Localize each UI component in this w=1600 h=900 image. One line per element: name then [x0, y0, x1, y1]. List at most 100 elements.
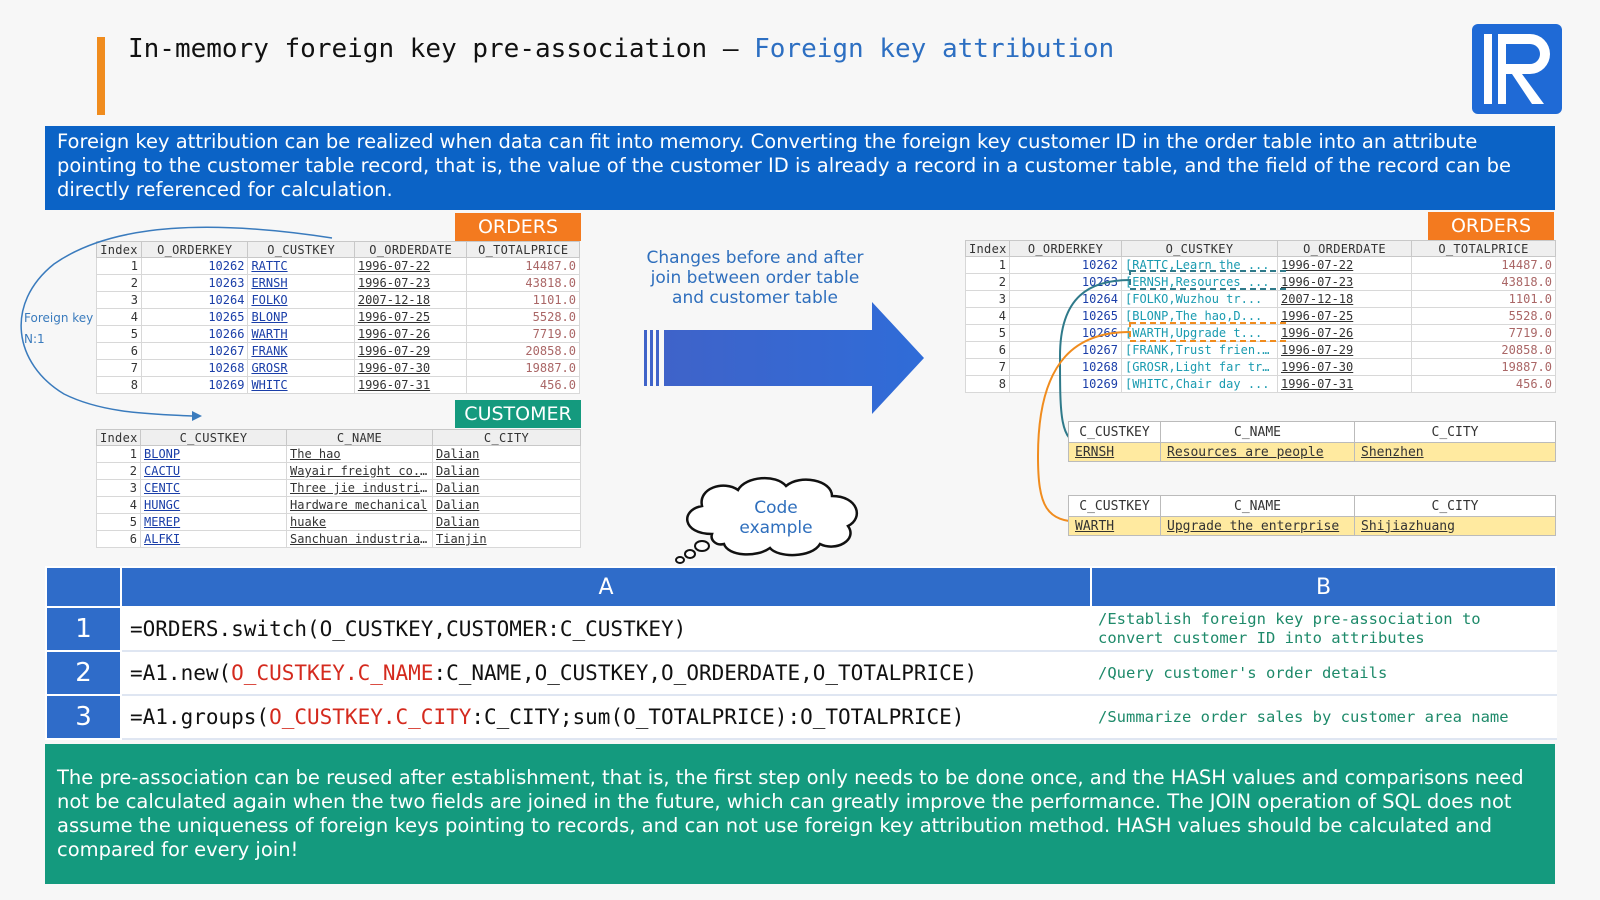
table-cell[interactable]: 20858.0 — [1411, 341, 1556, 359]
table-cell[interactable]: 1 — [965, 256, 1010, 274]
table-cell[interactable]: 43818.0 — [466, 274, 580, 292]
table-cell[interactable]: 456.0 — [1411, 375, 1556, 393]
table-cell[interactable]: 7719.0 — [466, 325, 580, 343]
table-cell[interactable]: 3 — [965, 290, 1010, 308]
code-cell-a1[interactable]: =ORDERS.switch(O_CUSTKEY,CUSTOMER:C_CUST… — [120, 606, 1092, 652]
table-cell[interactable]: 1996-07-22 — [353, 257, 468, 275]
table-cell[interactable]: HUNGC — [140, 496, 287, 514]
table-cell[interactable]: 6 — [965, 341, 1010, 359]
code-col-b: B — [1090, 566, 1557, 608]
table-cell[interactable]: 2007-12-18 — [353, 291, 468, 309]
table-cell[interactable]: 4 — [96, 496, 141, 514]
code-row: 3 =A1.groups(O_CUSTKEY.C_CITY:C_CITY;sum… — [45, 694, 1557, 740]
table-cell[interactable]: Dalian — [432, 513, 581, 531]
code-example-cloud — [675, 477, 858, 564]
table-cell[interactable]: 19887.0 — [466, 359, 580, 377]
table-cell[interactable]: 4 — [965, 307, 1010, 325]
code-cell-a3[interactable]: =A1.groups(O_CUSTKEY.C_CITY:C_CITY;sum(O… — [120, 694, 1092, 740]
column-header: O_CUSTKEY — [1121, 240, 1278, 257]
record-ernsh-name[interactable]: Resources are people — [1160, 442, 1355, 462]
table-cell[interactable]: 1996-07-25 — [1277, 307, 1412, 325]
code-cell-b3[interactable]: /Summarize order sales by customer area … — [1090, 694, 1557, 740]
table-cell[interactable]: 6 — [96, 530, 141, 548]
table-cell[interactable]: 20858.0 — [466, 342, 580, 360]
table-cell[interactable]: 8 — [965, 375, 1010, 393]
table-cell[interactable]: 1996-07-31 — [353, 376, 468, 394]
table-cell[interactable]: 1996-07-22 — [1277, 256, 1412, 274]
table-cell[interactable]: 3 — [96, 479, 141, 497]
table-cell[interactable]: Tianjin — [432, 530, 581, 548]
table-cell[interactable]: 1996-07-23 — [353, 274, 468, 292]
table-cell[interactable]: 1996-07-29 — [353, 342, 468, 360]
code-cell-a2[interactable]: =A1.new(O_CUSTKEY.C_NAME:C_NAME,O_CUSTKE… — [120, 650, 1092, 696]
table-cell[interactable]: 5528.0 — [466, 308, 580, 326]
table-cell[interactable]: 1101.0 — [466, 291, 580, 309]
table-cell[interactable]: 1996-07-30 — [1277, 358, 1412, 376]
table-cell[interactable]: 5 — [96, 513, 141, 531]
table-cell[interactable]: 1996-07-31 — [1277, 375, 1412, 393]
table-cell[interactable]: 1996-07-30 — [353, 359, 468, 377]
code-cell-b2[interactable]: /Query customer's order details — [1090, 650, 1557, 696]
table-cell[interactable]: 43818.0 — [1411, 273, 1556, 291]
table-cell[interactable]: 1996-07-26 — [353, 325, 468, 343]
table-cell[interactable]: 14487.0 — [1411, 256, 1556, 274]
table-cell[interactable]: MEREP — [140, 513, 287, 531]
table-cell[interactable]: 1996-07-23 — [1277, 273, 1412, 291]
table-cell[interactable]: Wayair freight co. LTD — [286, 462, 433, 480]
table-cell[interactable]: BLONP — [140, 445, 287, 463]
title-main-text: In-memory foreign key pre-association – — [128, 34, 755, 64]
record-ernsh-city[interactable]: Shenzhen — [1354, 442, 1556, 462]
table-cell[interactable]: 7 — [965, 358, 1010, 376]
table-cell[interactable]: 1996-07-29 — [1277, 341, 1412, 359]
record-warth-city[interactable]: Shijiazhuang — [1354, 516, 1556, 536]
table-cell[interactable]: Dalian — [432, 479, 581, 497]
table-cell[interactable]: Dalian — [432, 496, 581, 514]
table-cell[interactable]: 5528.0 — [1411, 307, 1556, 325]
record-warth-name[interactable]: Upgrade the enterprise — [1160, 516, 1355, 536]
table-cell[interactable]: Dalian — [432, 445, 581, 463]
code-cell-b1[interactable]: /Establish foreign key pre-association t… — [1090, 606, 1557, 652]
table-cell[interactable]: Dalian — [432, 462, 581, 480]
table-cell[interactable]: WHITC — [247, 376, 355, 394]
table-cell[interactable]: 19887.0 — [1411, 358, 1556, 376]
table-cell[interactable]: 14487.0 — [466, 257, 580, 275]
record-ernsh-custkey[interactable]: ERNSH — [1068, 442, 1161, 462]
table-cell[interactable]: 1 — [96, 445, 141, 463]
table-cell[interactable]: 1101.0 — [1411, 290, 1556, 308]
table-cell[interactable]: 2 — [965, 273, 1010, 291]
table-cell[interactable]: huake — [286, 513, 433, 531]
table-cell[interactable]: 2007-12-18 — [1277, 290, 1412, 308]
table-cell[interactable]: Sanchuan industrial ... — [286, 530, 433, 548]
table-cell[interactable]: 5 — [965, 324, 1010, 342]
table-cell[interactable]: 456.0 — [466, 376, 580, 394]
table-cell[interactable]: The hao — [286, 445, 433, 463]
table-cell[interactable]: 1996-07-26 — [1277, 324, 1412, 342]
table-cell[interactable]: CACTU — [140, 462, 287, 480]
table-cell[interactable]: Three jie industrial — [286, 479, 433, 497]
table-cell[interactable]: 2 — [96, 462, 141, 480]
table-cell[interactable]: ALFKI — [140, 530, 287, 548]
record-warth-col-custkey: C_CUSTKEY — [1068, 495, 1161, 517]
table-cell[interactable]: 7719.0 — [1411, 324, 1556, 342]
record-warth-custkey[interactable]: WARTH — [1068, 516, 1161, 536]
table-cell[interactable]: Hardware mechanical — [286, 496, 433, 514]
table-cell[interactable]: 1996-07-25 — [353, 308, 468, 326]
table-cell[interactable]: CENTC — [140, 479, 287, 497]
